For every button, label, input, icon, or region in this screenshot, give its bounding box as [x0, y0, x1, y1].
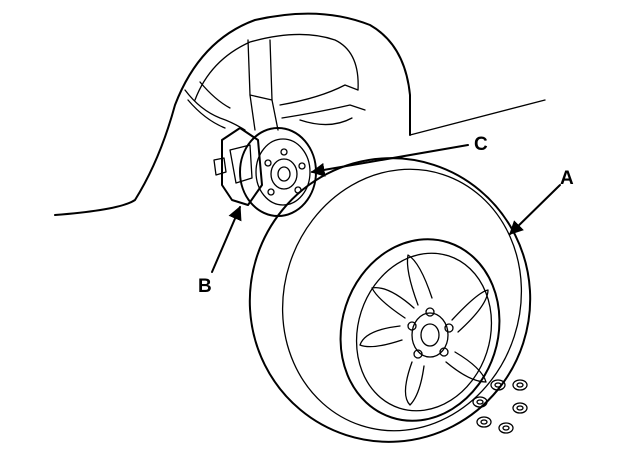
suspension-assembly — [184, 39, 366, 131]
arrow-c — [310, 144, 469, 177]
label-c: C — [474, 134, 488, 155]
brake-caliper — [213, 127, 263, 206]
wheel-assembly — [248, 157, 532, 443]
lug-nuts — [472, 379, 528, 434]
arrow-a — [509, 184, 561, 235]
label-a: A — [560, 168, 574, 189]
callout-arrows — [211, 144, 561, 273]
car-body-outline — [54, 12, 546, 216]
arrow-b — [211, 205, 242, 273]
label-b: B — [198, 276, 212, 297]
